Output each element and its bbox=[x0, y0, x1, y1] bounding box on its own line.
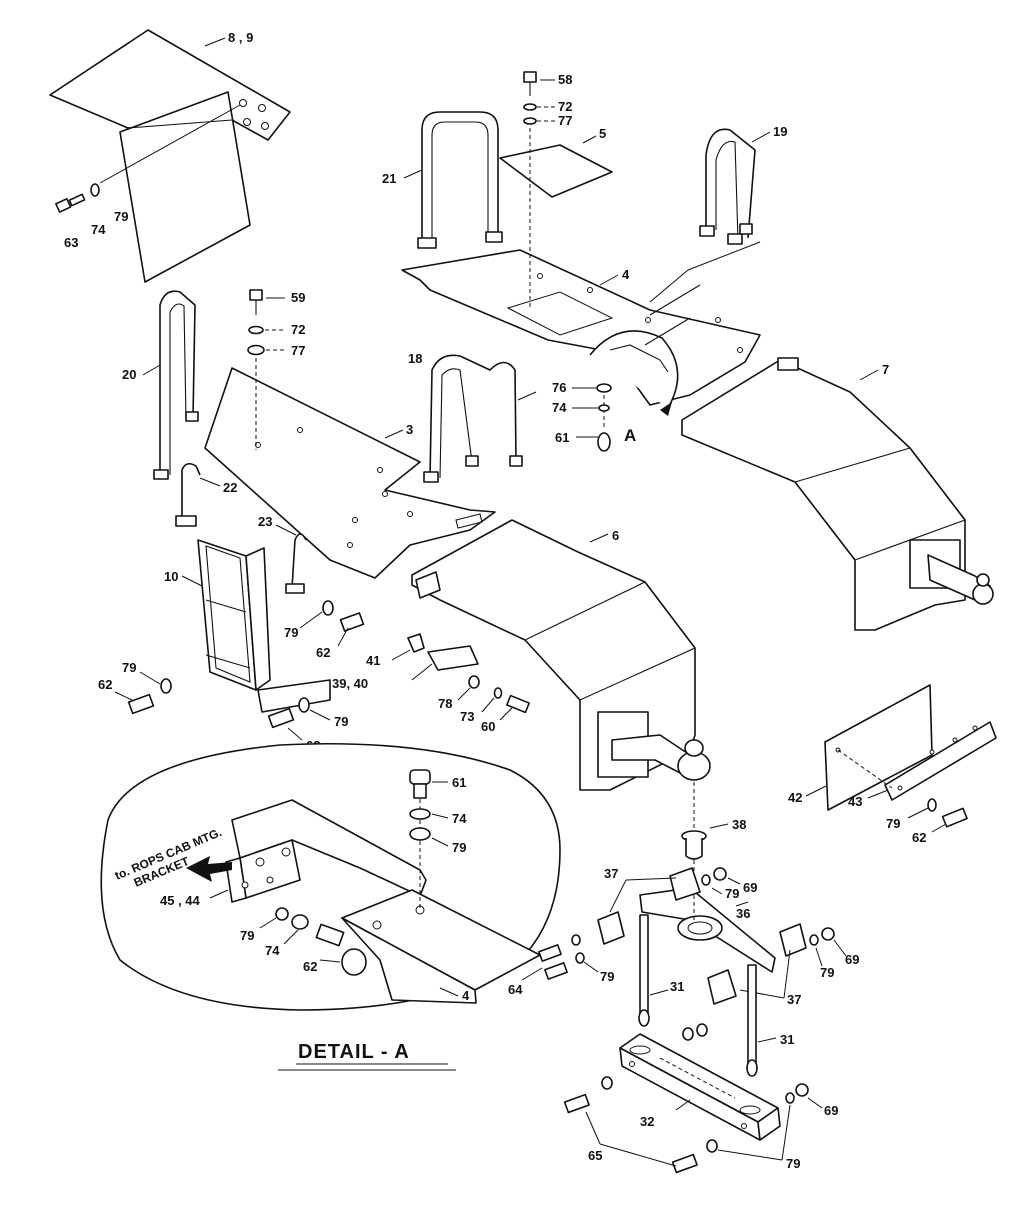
detail-callout-79: 79 bbox=[452, 840, 466, 855]
callout-74b: 74 bbox=[552, 400, 567, 415]
callout-79c: 79 bbox=[122, 660, 136, 675]
callout-7: 7 bbox=[882, 362, 889, 377]
callout-60: 60 bbox=[481, 719, 495, 734]
callout-62: 62 bbox=[316, 645, 330, 660]
callout-21: 21 bbox=[382, 171, 396, 186]
callout-74: 74 bbox=[91, 222, 106, 237]
handle-18 bbox=[423, 354, 523, 483]
callout-73: 73 bbox=[460, 709, 474, 724]
callout-62b: 62 bbox=[98, 677, 112, 692]
callout-76: 76 bbox=[552, 380, 566, 395]
callout-8-9: 8 , 9 bbox=[228, 30, 253, 45]
detail-callout-4: 4 bbox=[462, 988, 470, 1003]
detail-callout-74: 74 bbox=[452, 811, 467, 826]
callout-37a: 37 bbox=[604, 866, 618, 881]
fender-6 bbox=[411, 519, 711, 832]
callout-79: 79 bbox=[114, 209, 128, 224]
detail-callout-62: 62 bbox=[303, 959, 317, 974]
callout-64: 64 bbox=[508, 982, 523, 997]
callout-36: 36 bbox=[736, 906, 750, 921]
callout-62d: 62 bbox=[912, 830, 926, 845]
callout-A: A bbox=[624, 426, 636, 445]
detail-callout-61: 61 bbox=[452, 775, 466, 790]
callout-10: 10 bbox=[164, 569, 178, 584]
rods-31 bbox=[638, 914, 758, 1077]
callout-42: 42 bbox=[788, 790, 802, 805]
callout-79h: 79 bbox=[820, 965, 834, 980]
callout-41: 41 bbox=[366, 653, 380, 668]
plates-37 bbox=[597, 867, 807, 1005]
callout-38: 38 bbox=[732, 817, 746, 832]
fender-panel-8-9 bbox=[49, 29, 291, 283]
callout-37b: 37 bbox=[787, 992, 801, 1007]
detail-a-view bbox=[100, 742, 561, 1011]
callout-59: 59 bbox=[291, 290, 305, 305]
callout-31a: 31 bbox=[670, 979, 684, 994]
detail-callout-45-44: 45 , 44 bbox=[160, 893, 201, 908]
callout-19: 19 bbox=[773, 124, 787, 139]
callout-79f: 79 bbox=[725, 886, 739, 901]
washer-74 bbox=[598, 404, 610, 412]
callout-78: 78 bbox=[438, 696, 452, 711]
detail-callout-74b: 74 bbox=[265, 943, 280, 958]
callout-31b: 31 bbox=[780, 1032, 794, 1047]
callout-4: 4 bbox=[622, 267, 630, 282]
drawbar-32 bbox=[619, 1033, 781, 1141]
callout-32: 32 bbox=[640, 1114, 654, 1129]
fender-7 bbox=[681, 357, 994, 631]
callout-69b: 69 bbox=[845, 952, 859, 967]
latch-39-40-41 bbox=[407, 633, 530, 714]
deck-plate-3 bbox=[204, 367, 496, 579]
callout-43: 43 bbox=[848, 794, 862, 809]
callout-69c: 69 bbox=[824, 1103, 838, 1118]
callout-77b: 77 bbox=[291, 343, 305, 358]
callout-63: 63 bbox=[64, 235, 78, 250]
callout-69a: 69 bbox=[743, 880, 757, 895]
handle-19 bbox=[699, 128, 756, 245]
handle-20 bbox=[153, 290, 199, 480]
bolt-59 bbox=[247, 289, 265, 450]
callout-79i: 79 bbox=[786, 1156, 800, 1171]
plate-42-bar-43 bbox=[824, 684, 997, 828]
step-ladder-10 bbox=[197, 539, 331, 713]
detail-callout-79b: 79 bbox=[240, 928, 254, 943]
handle-21 bbox=[417, 111, 503, 249]
callout-20: 20 bbox=[122, 367, 136, 382]
callout-6: 6 bbox=[612, 528, 619, 543]
callout-79g: 79 bbox=[600, 969, 614, 984]
callout-79d: 79 bbox=[334, 714, 348, 729]
hook-23 bbox=[285, 533, 307, 594]
hook-22 bbox=[175, 462, 201, 527]
cover-plate-5 bbox=[499, 144, 613, 198]
callout-3: 3 bbox=[406, 422, 413, 437]
callout-65: 65 bbox=[588, 1148, 602, 1163]
detail-title: DETAIL - A bbox=[298, 1041, 410, 1063]
callout-61: 61 bbox=[555, 430, 569, 445]
bolt-58 bbox=[523, 71, 537, 308]
bushing-38 bbox=[681, 830, 707, 860]
callout-72: 72 bbox=[558, 99, 572, 114]
callout-39-40: 39, 40 bbox=[332, 676, 368, 691]
callout-79e: 79 bbox=[886, 816, 900, 831]
callout-23: 23 bbox=[258, 514, 272, 529]
washer-76 bbox=[596, 383, 612, 393]
callout-5: 5 bbox=[599, 126, 606, 141]
bolt-61 bbox=[597, 432, 611, 452]
callout-79b: 79 bbox=[284, 625, 298, 640]
callout-58: 58 bbox=[558, 72, 572, 87]
callout-77: 77 bbox=[558, 113, 572, 128]
callout-22: 22 bbox=[223, 480, 237, 495]
callout-72b: 72 bbox=[291, 322, 305, 337]
callout-18: 18 bbox=[408, 351, 422, 366]
